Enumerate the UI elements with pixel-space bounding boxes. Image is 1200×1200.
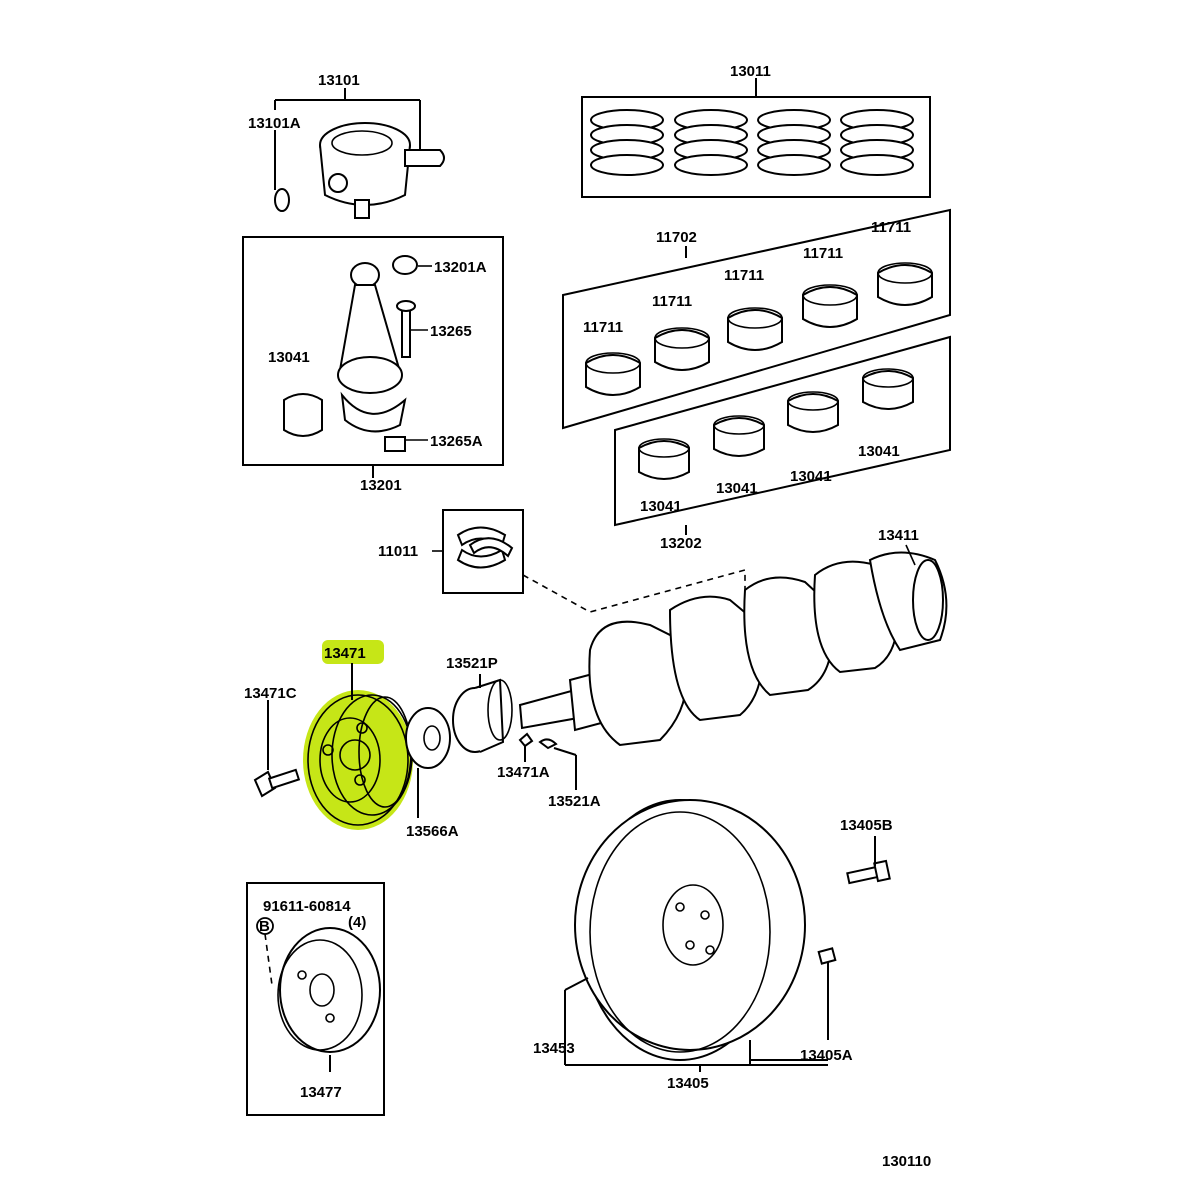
svg-text:B: B <box>259 918 270 935</box>
connecting-rod[interactable] <box>283 255 418 452</box>
label-13411: 13411 <box>878 527 919 544</box>
label-11711-b: 11711 <box>652 293 692 310</box>
label-13471a: 13471A <box>497 764 550 781</box>
timing-gear[interactable] <box>452 678 513 753</box>
label-bolt-qty: (4) <box>348 914 366 931</box>
label-13471c: 13471C <box>244 685 297 702</box>
label-13405a: 13405A <box>800 1047 853 1064</box>
label-13201a: 13201A <box>434 259 487 276</box>
label-13566a: 13566A <box>406 823 459 840</box>
label-11711-d: 11711 <box>803 245 843 262</box>
label-13471: 13471 <box>324 645 366 662</box>
alt-pulley[interactable] <box>277 927 381 1053</box>
piston-rings[interactable] <box>590 109 914 176</box>
dowel-pin[interactable] <box>817 947 837 965</box>
label-rod-13041: 13041 <box>268 349 310 366</box>
label-13265: 13265 <box>430 323 472 340</box>
lower-bearings[interactable] <box>638 368 914 480</box>
label-11711-c: 11711 <box>724 267 764 284</box>
pulley-alt-box <box>246 882 385 1116</box>
label-13521p: 13521P <box>446 655 498 672</box>
key-13471a[interactable] <box>518 732 534 748</box>
label-13041-b: 13041 <box>716 480 758 497</box>
label-13521a: 13521A <box>548 793 601 810</box>
flywheel[interactable] <box>574 799 806 1061</box>
diagram-code: 130110 <box>882 1153 931 1170</box>
label-13202: 13202 <box>660 535 702 552</box>
crank-pulley-highlighted[interactable] <box>303 640 413 830</box>
piston-assembly[interactable] <box>274 88 445 219</box>
flywheel-bolt[interactable] <box>846 859 891 885</box>
lower-bearing-set-box <box>614 335 951 527</box>
label-13477: 13477 <box>300 1084 342 1101</box>
pulley-bolt[interactable] <box>253 768 301 798</box>
label-13011: 13011 <box>730 63 771 80</box>
label-11702: 11702 <box>656 229 697 246</box>
ring-gear-leader <box>564 977 828 1072</box>
label-13041-d: 13041 <box>858 443 900 460</box>
label-13041-c: 13041 <box>790 468 832 485</box>
upper-bearings[interactable] <box>585 262 933 396</box>
label-13265a: 13265A <box>430 433 483 450</box>
label-13101a: 13101A <box>248 115 301 132</box>
label-13101: 13101 <box>318 72 360 89</box>
callout-b: B <box>256 917 274 935</box>
label-13041-a: 13041 <box>640 498 682 515</box>
crankshaft[interactable] <box>518 544 948 747</box>
label-91611-60814: 91611-60814 <box>263 898 351 915</box>
label-13405: 13405 <box>667 1075 709 1092</box>
label-11711-a: 11711 <box>583 319 623 336</box>
key-13521a[interactable] <box>538 738 558 750</box>
upper-bearing-set-box <box>562 208 951 430</box>
label-11711-e: 11711 <box>871 219 911 236</box>
label-13201: 13201 <box>360 477 402 494</box>
oil-slinger[interactable] <box>405 707 451 769</box>
label-11011: 11011 <box>378 543 418 560</box>
thrust-washer[interactable] <box>456 526 514 569</box>
label-13405b: 13405B <box>840 817 893 834</box>
label-13453: 13453 <box>533 1040 575 1057</box>
